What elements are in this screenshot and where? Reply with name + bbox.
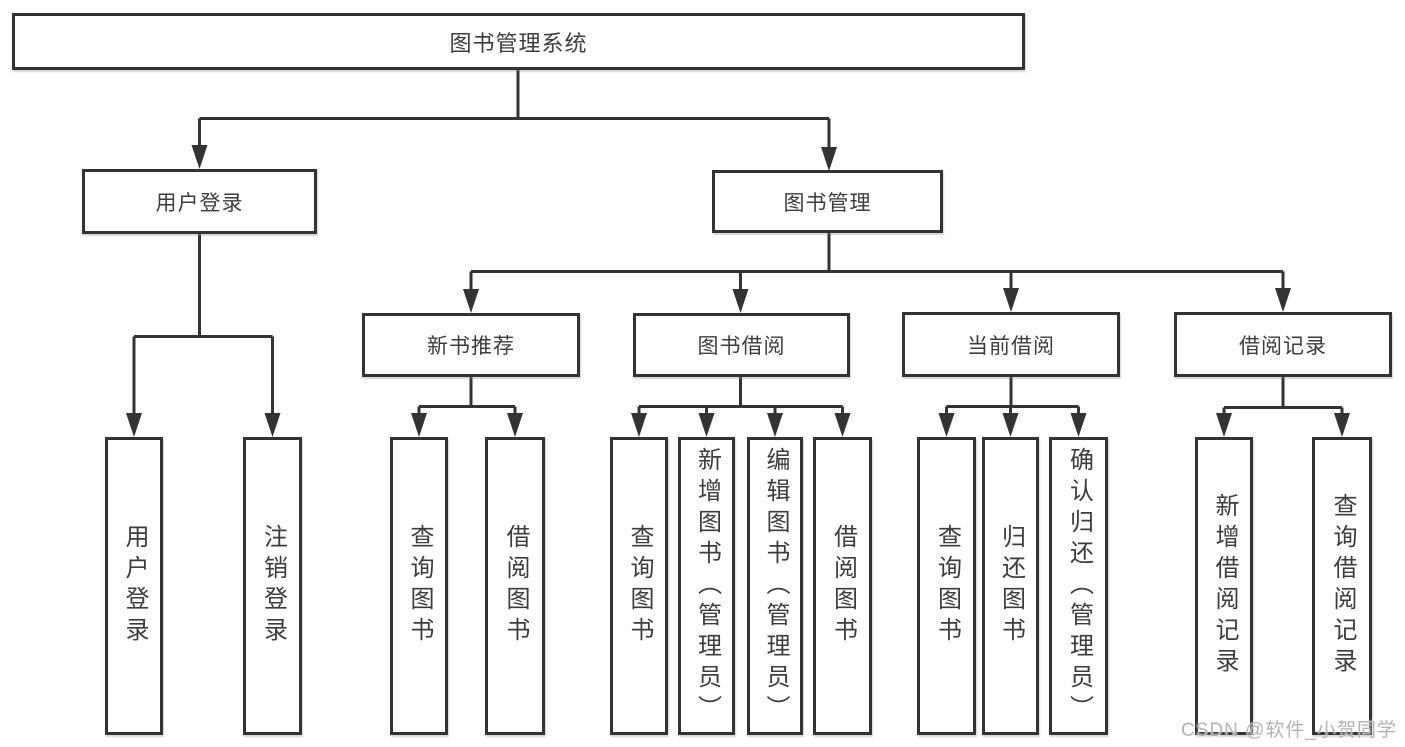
leaf-return-book: 归还图书: [982, 437, 1039, 735]
leaf-borrow-books-2-label: 借阅图书: [829, 524, 857, 648]
edge-currentborrow-to-leaves: [945, 377, 1080, 420]
leaf-borrow-books-2: 借阅图书: [813, 437, 872, 735]
leaf-confirm-return-admin: 确认归还（管理员）: [1049, 437, 1108, 735]
leaf-edit-book-admin: 编辑图书（管理员）: [747, 437, 803, 735]
leaf-logout-label: 注销登录: [259, 524, 287, 648]
node-new-book-recommend: 新书推荐: [362, 313, 580, 377]
node-current-borrow-label: 当前借阅: [967, 334, 1055, 358]
edge-newbooks-to-leaves: [417, 377, 517, 420]
leaf-query-books-1: 查询图书: [390, 437, 448, 735]
leaf-logout: 注销登录: [243, 437, 302, 735]
edge-root-to-level1: [198, 70, 831, 154]
node-borrow-records-label: 借阅记录: [1239, 334, 1327, 358]
leaf-query-books-1-label: 查询图书: [406, 524, 433, 648]
leaf-query-borrow-record-label: 查询借阅记录: [1329, 493, 1356, 679]
node-root: 图书管理系统: [12, 13, 1025, 70]
node-book-borrow: 图书借阅: [633, 313, 850, 377]
leaf-add-book-admin: 新增图书（管理员）: [678, 437, 735, 735]
leaf-add-borrow-record-label: 新增借阅记录: [1211, 493, 1238, 679]
edge-bookmgmt-to-level2: [469, 233, 1285, 296]
leaf-borrow-books-1-label: 借阅图书: [502, 524, 529, 648]
leaf-query-books-3: 查询图书: [917, 437, 976, 735]
leaf-query-borrow-record: 查询借阅记录: [1312, 437, 1372, 735]
node-user-login: 用户登录: [82, 169, 317, 234]
node-borrow-records: 借阅记录: [1174, 312, 1392, 377]
edge-userlogin-to-leaves: [132, 234, 274, 420]
leaf-edit-book-admin-label: 编辑图书（管理员）: [762, 446, 789, 726]
node-current-borrow: 当前借阅: [902, 312, 1120, 377]
leaf-query-books-3-label: 查询图书: [933, 524, 961, 648]
leaf-user-login-label: 用户登录: [121, 524, 148, 648]
node-new-book-recommend-label: 新书推荐: [427, 335, 515, 358]
leaf-query-books-2: 查询图书: [610, 437, 668, 735]
node-book-borrow-label: 图书借阅: [697, 335, 786, 358]
node-root-label: 图书管理系统: [449, 30, 588, 56]
leaf-add-book-admin-label: 新增图书（管理员）: [693, 446, 721, 726]
leaf-return-book-label: 归还图书: [997, 524, 1025, 648]
node-user-login-label: 用户登录: [155, 191, 244, 215]
leaf-confirm-return-admin-label: 确认归还（管理员）: [1065, 446, 1093, 726]
node-book-management: 图书管理: [712, 170, 943, 233]
node-book-management-label: 图书管理: [783, 191, 872, 215]
edge-bookborrow-to-leaves: [637, 377, 844, 420]
leaf-borrow-books-1: 借阅图书: [485, 437, 545, 735]
csdn-watermark: CSDN @软件_小贺同学: [1181, 720, 1397, 741]
leaf-add-borrow-record: 新增借阅记录: [1195, 437, 1253, 735]
edge-records-to-leaves: [1222, 377, 1344, 420]
leaf-user-login: 用户登录: [105, 437, 163, 735]
leaf-query-books-2-label: 查询图书: [626, 524, 653, 648]
